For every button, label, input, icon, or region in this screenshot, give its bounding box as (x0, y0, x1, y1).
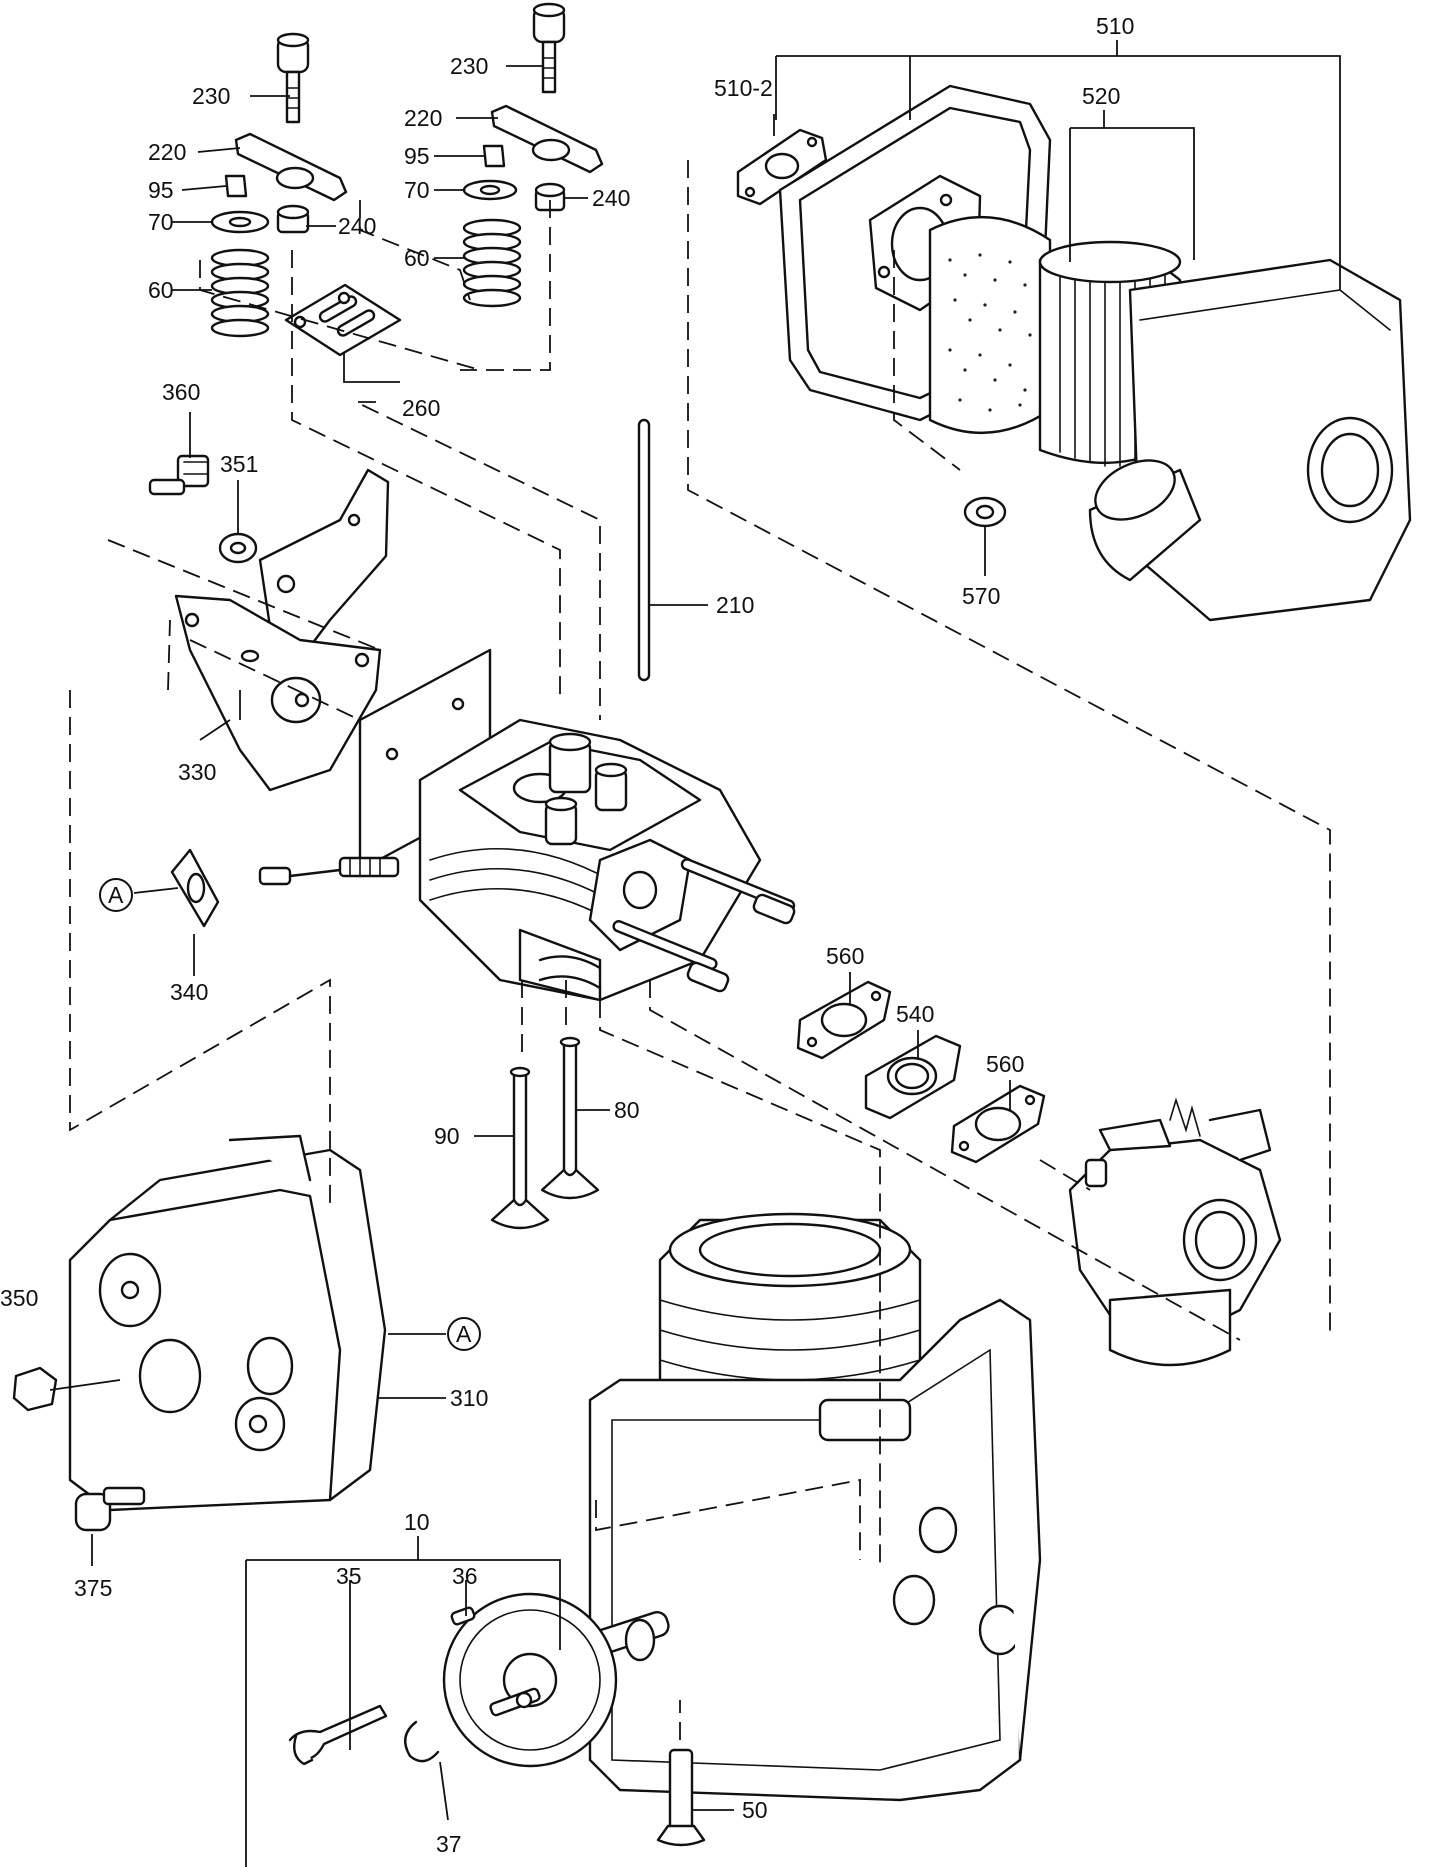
label-ref-A-left: A (108, 882, 124, 908)
label-510: 510 (1096, 13, 1134, 39)
label-70-right: 70 (404, 177, 430, 203)
part-95-pivot-left (224, 174, 248, 198)
label-560-upper: 560 (826, 943, 864, 969)
part-260-guide-plate (284, 283, 402, 357)
label-50: 50 (742, 1797, 768, 1823)
label-230-left: 230 (192, 83, 230, 109)
part-560-gasket-lower (950, 1084, 1046, 1164)
crankcase-cylinder-block (588, 1212, 1042, 1802)
label-340: 340 (170, 979, 208, 1005)
label-310: 310 (450, 1385, 488, 1411)
part-80-intake-valve (540, 1036, 600, 1200)
label-220-left: 220 (148, 139, 186, 165)
label-260: 260 (402, 395, 440, 421)
part-70-washer-left (210, 210, 270, 234)
label-520: 520 (1082, 83, 1120, 109)
label-360: 360 (162, 379, 200, 405)
part-351-washer (218, 532, 258, 564)
label-220-right: 220 (404, 105, 442, 131)
leader-lines (49, 40, 1341, 1867)
label-351: 351 (220, 451, 258, 477)
label-540: 540 (896, 1001, 934, 1027)
carburetor (1068, 1097, 1282, 1367)
part-36-pin (450, 1606, 476, 1626)
cylinder-head-assembly (358, 648, 762, 1002)
label-230-right: 230 (450, 53, 488, 79)
part-350-nut (12, 1366, 58, 1412)
label-70-left: 70 (148, 209, 174, 235)
part-570-nut (963, 496, 1007, 528)
part-220-rocker-arm-right (490, 104, 604, 174)
callout-labels: 230 220 95 70 60 240 230 220 95 70 60 24… (0, 13, 1134, 1857)
part-360-stud (148, 454, 210, 496)
part-310-muffler (68, 1134, 387, 1512)
ref-circle-A-left (99, 878, 133, 912)
label-510-2: 510-2 (714, 75, 773, 101)
label-60-left: 60 (148, 277, 174, 303)
part-330-bracket (174, 468, 390, 792)
label-60-right: 60 (404, 245, 430, 271)
part-10-camshaft-assembly (442, 1592, 670, 1768)
part-540-insulator (864, 1034, 962, 1120)
part-37-snap-ring (404, 1720, 440, 1763)
assembly-dashed-lines (69, 160, 1331, 1740)
label-35: 35 (336, 1563, 362, 1589)
part-240-nut-right (534, 182, 566, 212)
label-90: 90 (434, 1123, 460, 1149)
part-220-rocker-arm-left (234, 132, 348, 202)
label-10: 10 (404, 1509, 430, 1535)
part-340-gasket-and-studs (170, 848, 796, 993)
part-cover-housing (1088, 258, 1412, 622)
part-240-nut-left (276, 204, 310, 234)
label-210: 210 (716, 592, 754, 618)
label-330: 330 (178, 759, 216, 785)
part-95-pivot-right (482, 144, 506, 168)
label-95-left: 95 (148, 177, 174, 203)
part-90-exhaust-valve (490, 1066, 550, 1230)
label-560-lower: 560 (986, 1051, 1024, 1077)
label-350: 350 (0, 1285, 38, 1311)
part-60-spring-left (210, 248, 270, 338)
label-240-left: 240 (338, 213, 376, 239)
ref-circle-A-right (447, 1317, 481, 1351)
part-510-2-gasket (736, 128, 828, 206)
label-240-right: 240 (592, 185, 630, 211)
part-520-filter-foam (928, 215, 1052, 435)
part-60-spring-right (462, 218, 522, 308)
label-36: 36 (452, 1563, 478, 1589)
label-375: 375 (74, 1575, 112, 1601)
part-35-shaft (288, 1704, 388, 1766)
part-230-bolt-left (276, 32, 310, 124)
part-70-washer-right (462, 179, 518, 201)
part-230-bolt-right (532, 2, 566, 94)
label-95-right: 95 (404, 143, 430, 169)
part-210-pushrod (637, 418, 651, 682)
label-ref-A-right: A (456, 1321, 472, 1347)
part-375-bolt (74, 1486, 146, 1532)
part-50-dowel (656, 1748, 706, 1847)
label-37: 37 (436, 1831, 462, 1857)
label-80: 80 (614, 1097, 640, 1123)
part-560-gasket-upper (796, 980, 892, 1060)
label-570: 570 (962, 583, 1000, 609)
